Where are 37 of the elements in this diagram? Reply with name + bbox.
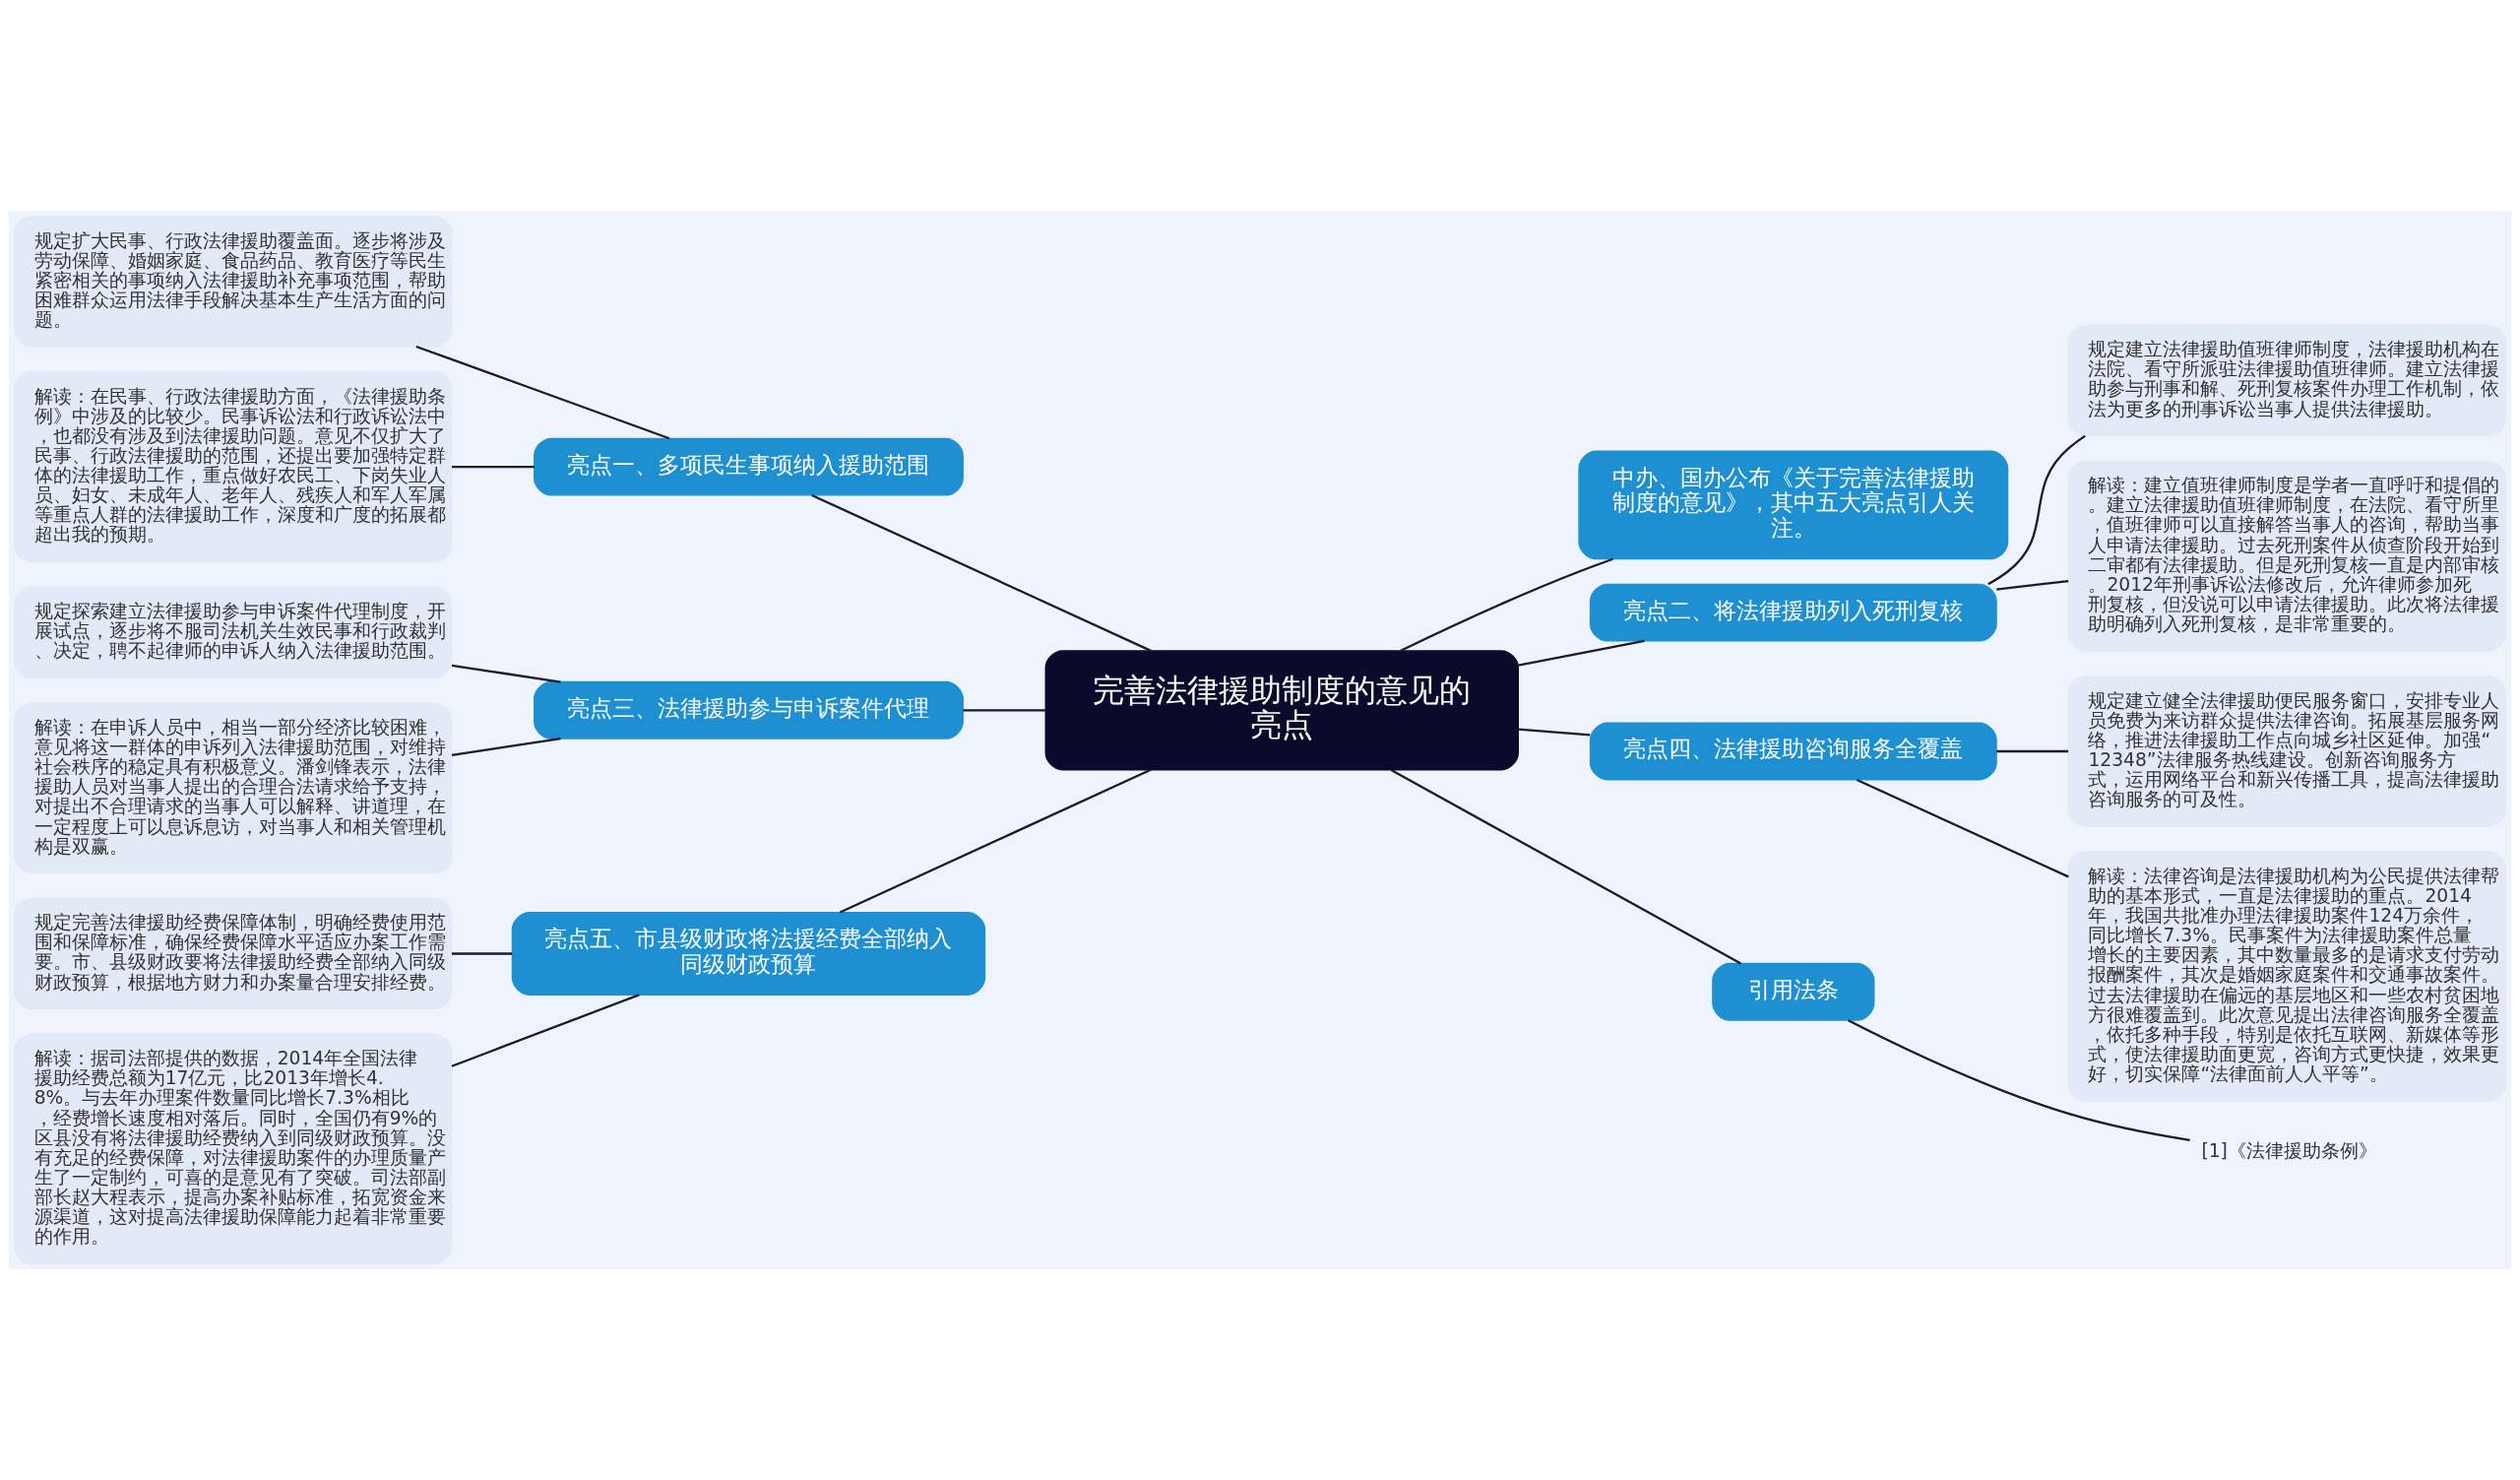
connector	[1390, 768, 1741, 965]
connector	[451, 994, 640, 1067]
node-box: 规定建立健全法律援助便民服务窗口，安排专业人员免费为来访群众提供法律咨询。拓展基层服务网络，推进法律援助工作点向城乡社区延伸。加强“12348”法律服务热线建设。创新咨询服务方式，运用网络平台和新兴传播工具，提高法律援助咨询服务的可及性。	[2067, 676, 2507, 827]
node-box: 亮点五、市县级财政将法援经费全部纳入同级财政预算	[511, 912, 986, 996]
connector	[963, 709, 1045, 712]
node-box: 规定建立法律援助值班律师制度，法律援助机构在法院、看守所派驻法律援助值班律师。建立法律援助参与刑事和解、死刑复核案件办理工作机制，依法为更多的刑事诉讼当事人提供法律援助。	[2067, 324, 2507, 437]
node-box: 完善法律援助制度的意见的亮点	[1044, 650, 1519, 771]
node-box: 解读：据司法部提供的数据，2014年全国法律援助经费总额为17亿元，比2013年增长4.8%。与去年办理案件数量同比增长7.3%相比，经费增长速度相对落后。同时，全国仍有9%的区县没有将法律援助经费纳入到同级财政预算。没有充足的经费保障，对法律援助案件的办理质量产生了一定制约，可喜的是意见有了突破。司法部副部长赵大程表示，提高办案补贴标准，拓宽资金来源渠道，这对提高法律援助保障能力起着非常重要的作用。	[13, 1033, 453, 1264]
node-box: 引用法条	[1712, 962, 1875, 1021]
connector	[1996, 579, 2069, 591]
node-text: [1]《法律援助条例》	[2201, 1139, 2377, 1161]
connector	[1518, 728, 1591, 737]
connector	[1856, 778, 2069, 878]
node-box: 亮点一、多项民生事项纳入援助范围	[534, 437, 964, 496]
node-box: 规定扩大民事、行政法律援助覆盖面。逐步将涉及劳动保障、婚姻家庭、食品药品、教育医疗等民生紧密相关的事项纳入法律援助补充事项范围，帮助困难群众运用法律手段解决基本生产生活方面的问题。	[13, 216, 453, 348]
connector	[1987, 434, 2086, 586]
connector	[451, 737, 561, 756]
connector	[1996, 749, 2069, 753]
node-box: 亮点二、将法律援助列入死刑复核	[1589, 583, 1997, 642]
node-box: 解读：建立值班律师制度是学者一直呼吁和提倡的。建立法律援助值班律师制度，在法院、看守所里，值班律师可以直接解答当事人的咨询，帮助当事人申请法律援助。过去死刑案件从侦查阶段开始到二审都有法律援助。但是死刑复核一直是内部审核。2012年刑事诉讼法修改后，允许律师参加死刑复核，但没说可以申请法律援助。此次将法律援助明确列入死刑复核，是非常重要的。	[2067, 460, 2507, 652]
connector	[839, 768, 1152, 914]
node-box: 解读：法律咨询是法律援助机构为公民提供法律帮助的基本形式，一直是法律援助的重点。2014年，我国共批准办理法律援助案件124万余件，同比增长7.3%。民事案件为法律援助案件总量增长的主要因素，其中数量最多的是请求支付劳动报酬案件，其次是婚姻家庭案件和交通事故案件。过去法律援助在偏远的基层地区和一些农村贫困地方很难覆盖到。此次意见提出法律咨询服务全覆盖，依托多种手段，特别是依托互联网、新媒体等形式，使法律援助面更宽，咨询方式更快捷，效果更好，切实保障“法律面前人人平等”。	[2067, 851, 2507, 1102]
connector	[415, 345, 670, 440]
node-box: 中办、国办公布《关于完善法律援助制度的意见》，其中五大亮点引人关注。	[1578, 450, 2009, 560]
node-box: 亮点三、法律援助参与申诉案件代理	[534, 680, 964, 740]
node-box: 亮点四、法律援助咨询服务全覆盖	[1589, 722, 1997, 781]
connector	[452, 466, 535, 469]
node-box: 解读：在民事、行政法律援助方面，《法律援助条例》中涉及的比较少。民事诉讼法和行政诉讼法中，也都没有涉及到法律援助问题。意见不仅扩大了民事、行政法律援助的范围，还提出要加强特定群体的法律援助工作，重点做好农民工、下岗失业人员、妇女、未成年人、老年人、残疾人和军人军属等重点人群的法律援助工作，深度和广度的拓展都超出我的预期。	[13, 371, 453, 563]
connector	[1518, 639, 1645, 667]
connector	[811, 493, 1152, 652]
node-box: 解读：在申诉人员中，相当一部分经济比较困难，意见将这一群体的申诉列入法律援助范围，对维持社会秩序的稳定具有积极意义。潘剑锋表示，法律援助人员对当事人提出的合理合法请求给予支持，对提出不合理请求的当事人可以解释、讲道理，在一定程度上可以息诉息访，对当事人和相关管理机构是双赢。	[13, 702, 453, 874]
connector	[1400, 557, 1613, 652]
connector	[451, 664, 561, 683]
connector	[1848, 1019, 2190, 1141]
node-box: 规定完善法律援助经费保障体制，明确经费使用范围和保障标准，确保经费保障水平适应办案工作需要。市、县级财政要将法律援助经费全部纳入同级财政预算，根据地方财力和办案量合理安排经费。	[13, 897, 453, 1010]
node-box: 规定探索建立法律援助参与申诉案件代理制度，开展试点，逐步将不服司法机关生效民事和行政裁判、决定，聘不起律师的申诉人纳入法律援助范围。	[13, 586, 453, 678]
connector	[452, 952, 513, 955]
